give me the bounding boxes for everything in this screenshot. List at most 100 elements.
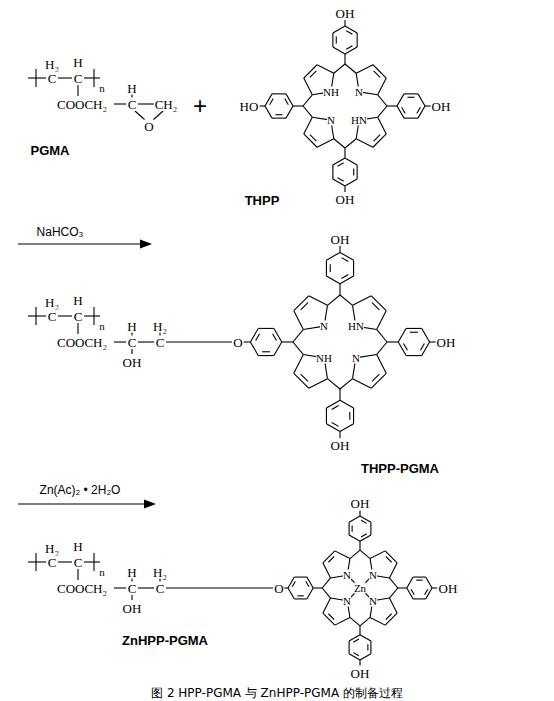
bond-line	[313, 587, 322, 588]
bond-line	[323, 598, 331, 613]
bond-line	[411, 589, 414, 594]
bond-line	[340, 276, 354, 284]
bond-line	[346, 46, 352, 50]
bond-line	[341, 258, 348, 262]
atom-label: C	[47, 310, 58, 323]
bond-line	[360, 617, 370, 625]
bond-line	[397, 94, 404, 106]
bond-line	[389, 598, 397, 613]
bond-line	[304, 134, 317, 147]
bond-line	[370, 617, 385, 625]
atom-label: C	[127, 336, 138, 349]
atom-label: H₂	[152, 320, 168, 333]
bond-line	[77, 85, 78, 96]
bond-line	[294, 577, 307, 578]
bond-line	[256, 334, 260, 341]
bond-line	[387, 105, 397, 106]
bond-line	[349, 516, 360, 522]
bond-line	[332, 33, 333, 47]
bond-line	[361, 534, 366, 537]
bond-line	[385, 551, 397, 563]
bond-line	[345, 26, 357, 33]
bond-line	[304, 78, 313, 95]
compound-name: ZnHPP-PGMA	[121, 634, 209, 647]
bond-line	[93, 69, 94, 87]
atom-label: C	[155, 336, 166, 349]
bond-line	[288, 588, 294, 599]
bond-line	[333, 47, 345, 54]
bond-line	[410, 332, 418, 333]
atom-label: N	[352, 353, 360, 364]
bond-line	[250, 342, 258, 356]
bond-line	[288, 577, 294, 588]
bond-line	[349, 522, 350, 535]
bond-line	[77, 323, 78, 334]
bond-line	[416, 580, 422, 581]
bond-line	[345, 47, 357, 54]
bond-line	[273, 334, 277, 341]
bond-line	[339, 246, 340, 253]
bond-line	[344, 186, 345, 192]
bond-line	[340, 379, 353, 389]
bond-line	[286, 94, 293, 106]
atom-label: C	[47, 556, 58, 569]
bond-line	[406, 328, 422, 329]
bond-line	[417, 107, 421, 113]
atom-label: C	[127, 98, 138, 111]
bond-line	[250, 328, 258, 342]
bond-line	[345, 64, 356, 73]
bond-line	[114, 103, 126, 104]
atom-label: HN	[351, 115, 367, 126]
bond-line	[294, 296, 309, 311]
bond-line	[403, 343, 407, 350]
bond-line	[336, 36, 337, 43]
bond-line	[307, 577, 313, 588]
bond-line	[378, 106, 387, 117]
bond-line	[426, 577, 432, 588]
bond-line	[285, 99, 289, 105]
atom-label: O	[273, 582, 284, 595]
bond-line	[297, 595, 303, 596]
bond-line	[361, 520, 366, 523]
bond-line	[58, 561, 72, 562]
atom-label: N	[327, 115, 335, 126]
bond-line	[323, 613, 335, 625]
bond-line	[344, 148, 345, 158]
compound-name: PGMA	[30, 144, 71, 157]
bond-line	[332, 165, 333, 179]
bond-line	[326, 408, 327, 424]
atom-label: OH	[436, 336, 457, 349]
atom-label: n	[99, 321, 105, 332]
atom-label: H	[126, 82, 137, 95]
bond-line	[309, 296, 328, 306]
bond-line	[389, 563, 397, 578]
bond-line	[432, 587, 437, 588]
bond-line	[346, 31, 352, 35]
atom-label: OH	[330, 233, 351, 246]
bond-line	[339, 432, 340, 439]
compound-name: THPP-PGMA	[360, 462, 440, 475]
atom-label: H	[126, 566, 137, 579]
atom-label: H	[72, 56, 83, 69]
atom-label: COOCH₂	[56, 98, 108, 111]
bond-line	[340, 400, 354, 408]
atom-label: C	[73, 556, 84, 569]
bond-line	[317, 65, 334, 74]
reaction-arrow	[18, 500, 156, 509]
bond-line	[304, 65, 317, 78]
bond-line	[349, 412, 350, 420]
bond-line	[309, 379, 328, 389]
bond-line	[332, 422, 339, 426]
bond-line	[389, 578, 397, 588]
bond-line	[418, 94, 425, 106]
bond-line	[258, 328, 274, 329]
bond-line	[326, 260, 327, 276]
bond-line	[407, 588, 413, 599]
compound-name: THPP	[244, 194, 281, 207]
bond-line	[345, 179, 357, 186]
bond-line	[425, 589, 428, 594]
bond-line	[301, 374, 308, 381]
bond-line	[274, 342, 282, 356]
atom-label: OH	[350, 667, 371, 680]
